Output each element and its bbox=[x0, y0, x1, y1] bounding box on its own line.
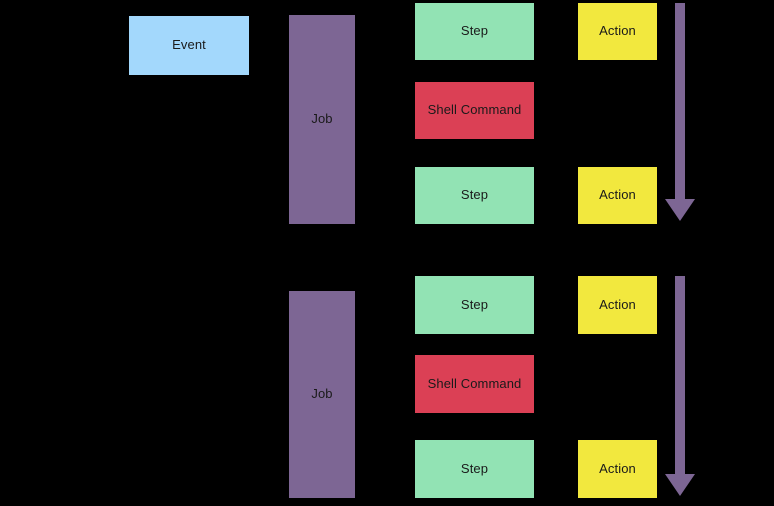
node-label: Shell Command bbox=[427, 375, 522, 391]
down-arrow-icon bbox=[665, 276, 695, 496]
arrow-flow-arrow-top bbox=[665, 3, 695, 221]
node-label: Action bbox=[599, 460, 636, 476]
node-action-1: Action bbox=[578, 3, 657, 60]
node-step-3: Step bbox=[415, 276, 534, 334]
node-shellcommand-2: Shell Command bbox=[415, 355, 534, 413]
node-job-1: Job bbox=[289, 15, 355, 224]
node-label: Action bbox=[599, 23, 636, 39]
arrow-flow-arrow-bottom bbox=[665, 276, 695, 496]
node-label: Action bbox=[599, 187, 636, 203]
node-label: Job bbox=[311, 386, 333, 402]
node-shellcommand-1: Shell Command bbox=[415, 82, 534, 139]
down-arrow-icon bbox=[665, 3, 695, 221]
node-label: Step bbox=[460, 187, 489, 203]
node-step-2: Step bbox=[415, 167, 534, 224]
node-label: Step bbox=[460, 296, 489, 312]
node-label: Job bbox=[311, 111, 333, 127]
node-label: Shell Command bbox=[427, 102, 522, 118]
node-action-2: Action bbox=[578, 167, 657, 224]
node-event-1: Event bbox=[129, 16, 249, 75]
node-label: Event bbox=[172, 37, 206, 53]
node-job-2: Job bbox=[289, 291, 355, 498]
node-step-4: Step bbox=[415, 440, 534, 498]
node-label: Step bbox=[460, 23, 489, 39]
node-action-4: Action bbox=[578, 440, 657, 498]
node-label: Action bbox=[599, 296, 636, 312]
node-step-1: Step bbox=[415, 3, 534, 60]
node-label: Step bbox=[460, 460, 489, 476]
node-action-3: Action bbox=[578, 276, 657, 334]
